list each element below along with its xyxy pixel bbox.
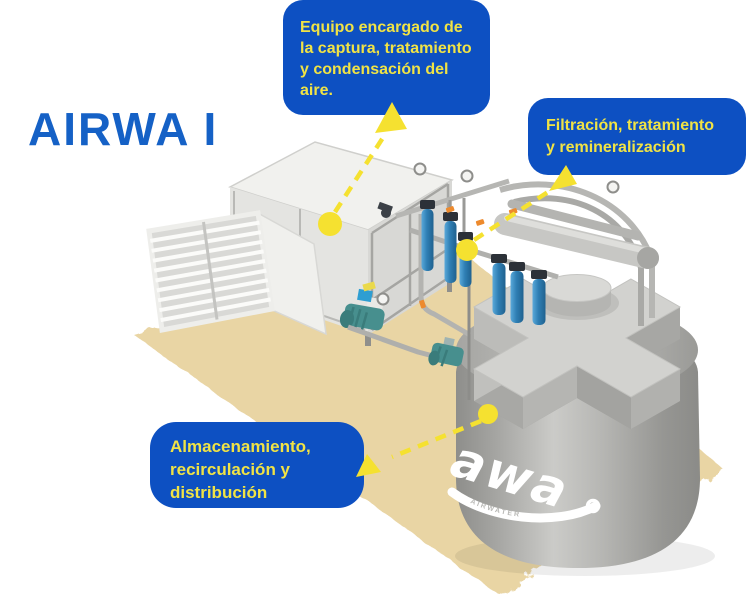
callout-storage-line: Almacenamiento,	[170, 437, 311, 456]
callout-filtration: Filtración, tratamiento y remineralizaci…	[528, 98, 746, 175]
treatment-vessel	[494, 199, 659, 269]
callout-storage-line: recirculación y	[170, 460, 291, 479]
callout-capture-line: la captura, tratamiento	[300, 40, 472, 57]
gauge-icon	[460, 169, 474, 183]
pressure-gauges	[376, 162, 620, 306]
callout-capture: Equipo encargado de la captura, tratamie…	[283, 0, 490, 115]
filter-cartridge	[443, 212, 458, 283]
tank-lid	[535, 274, 619, 320]
logo-droplet-icon	[585, 498, 601, 514]
filter-cartridges	[420, 200, 547, 325]
filter-cartridge	[509, 262, 525, 323]
gauge-icon	[413, 162, 427, 176]
callout-storage: Almacenamiento, recirculación y distribu…	[150, 422, 364, 508]
callout-capture-line: Equipo encargado de	[300, 19, 463, 36]
gauge-icon	[606, 180, 620, 194]
callout-filtration-line: y remineralización	[546, 139, 686, 156]
filter-cartridge	[491, 254, 507, 315]
gauge-icon	[376, 292, 390, 306]
callout-capture-line: y condensación del	[300, 61, 449, 78]
filter-cartridge	[531, 270, 547, 325]
storage-tank: awa AIRWATER	[444, 274, 715, 576]
callout-filtration-line: Filtración, tratamiento	[546, 117, 715, 134]
louver-intake	[146, 210, 327, 336]
pump-distribution	[428, 337, 464, 367]
pump-valve-handle	[362, 281, 376, 292]
filter-cartridge	[458, 232, 473, 287]
page-title: AIRWA I	[28, 103, 219, 155]
filter-cartridge	[420, 200, 435, 271]
pump-valve-blue	[357, 288, 373, 303]
callout-capture-line: aire.	[300, 82, 333, 99]
callout-storage-line: distribución	[170, 483, 268, 502]
